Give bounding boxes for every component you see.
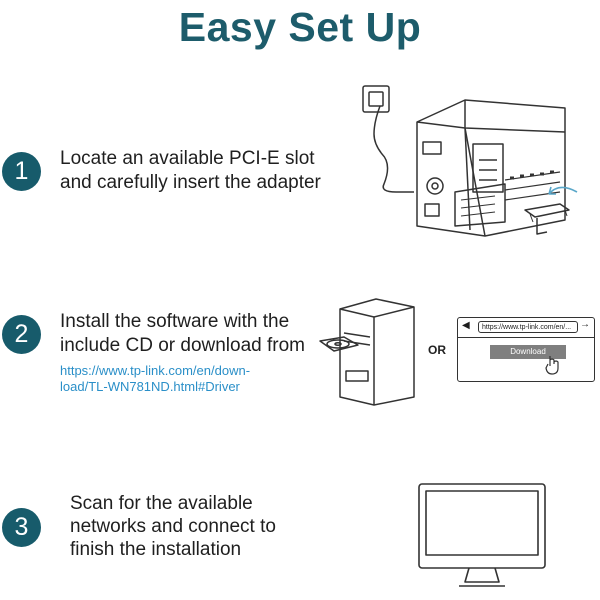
step-3-number-badge: 3 bbox=[2, 508, 41, 547]
hand-cursor-icon bbox=[545, 356, 559, 375]
step-3-text-line-2: networks and connect to bbox=[70, 516, 276, 537]
back-arrow-icon: ◀ bbox=[462, 320, 470, 331]
step-2-text-line-1: Install the software with the bbox=[60, 311, 290, 332]
step-1-text-line-2: and carefully insert the adapter bbox=[60, 172, 321, 193]
step-2-number-badge: 2 bbox=[2, 315, 41, 354]
or-separator: OR bbox=[428, 343, 446, 357]
download-button[interactable]: Download bbox=[490, 345, 566, 359]
step-3-text-line-3: finish the installation bbox=[70, 539, 242, 560]
driver-download-link-line-2[interactable]: load/TL-WN781ND.html#Driver bbox=[60, 379, 240, 394]
pc-tower-cd-drive-icon bbox=[319, 298, 415, 406]
pc-tower-pcie-install-icon bbox=[362, 85, 578, 237]
address-bar[interactable]: https://www.tp-link.com/en/... bbox=[478, 321, 578, 333]
step-1-text-line-1: Locate an available PCI-E slot bbox=[60, 148, 315, 169]
browser-download-icon: ◀ https://www.tp-link.com/en/... → Downl… bbox=[457, 317, 595, 382]
driver-download-link-line-1[interactable]: https://www.tp-link.com/en/down- bbox=[60, 363, 251, 378]
forward-arrow-icon: → bbox=[580, 319, 590, 330]
step-1: 1 Locate an available PCI-E slot and car… bbox=[0, 80, 600, 260]
step-2-text-line-2: include CD or download from bbox=[60, 335, 306, 356]
step-3: 3 Scan for the available networks and co… bbox=[0, 420, 600, 600]
page-title: Easy Set Up bbox=[178, 4, 422, 50]
toolbar-divider bbox=[458, 337, 594, 338]
step-3-text-line-1: Scan for the available bbox=[70, 493, 253, 514]
step-2: 2 Install the software with the include … bbox=[0, 245, 600, 425]
step-1-number-badge: 1 bbox=[2, 152, 41, 191]
monitor-icon bbox=[418, 483, 546, 587]
